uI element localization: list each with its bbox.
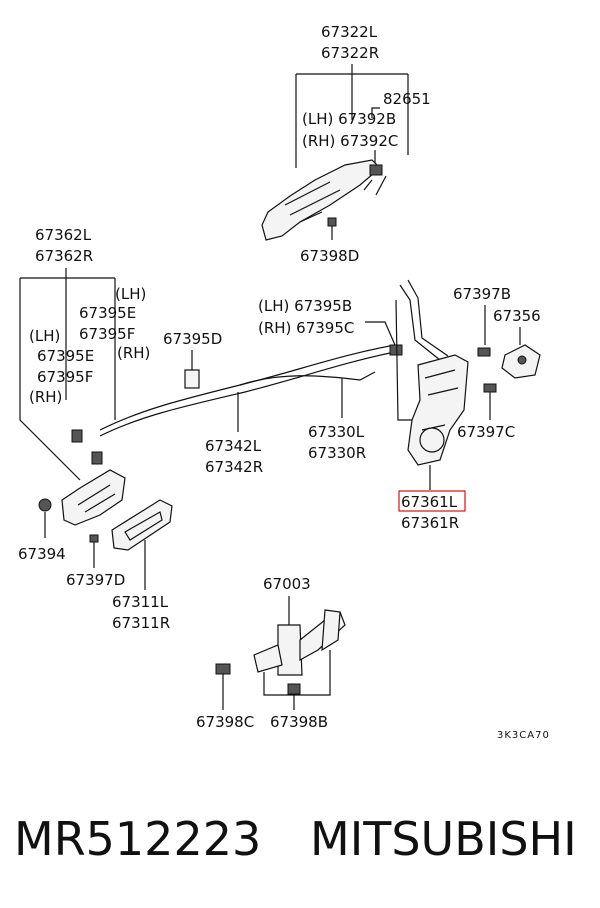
label-67395F-a: 67395F [79, 325, 135, 343]
rod-detail [363, 175, 387, 196]
label-67395C: (RH) 67395C [258, 319, 354, 337]
label-67397C: 67397C [457, 423, 515, 441]
label-67395F-b: 67395F [37, 368, 93, 386]
leader-cables [237, 378, 343, 432]
diagram-code: 3K3CA70 [497, 730, 550, 741]
highlight-box-67361L [398, 490, 466, 512]
screw-67397B [477, 347, 491, 357]
label-67311L: 67311L [112, 593, 169, 611]
outer-handle-group: 67322L 67322R 82651 (LH) 67392B (RH) 673… [261, 23, 431, 265]
brand-name: MITSUBISHI [310, 812, 577, 866]
label-67322R: 67322R [321, 44, 379, 62]
label-67395B: (LH) 67395B [258, 297, 352, 315]
label-67361L: 67361L [401, 493, 458, 511]
inner-handle-detail [77, 484, 116, 513]
leader-67362 [19, 268, 116, 481]
leader-67361-bracket [395, 299, 420, 421]
label-67342L: 67342L [205, 437, 262, 455]
bezel-67311 [111, 499, 173, 551]
lock-rods [399, 279, 449, 361]
clip-67395F [91, 451, 103, 465]
label-67361R: 67361R [401, 514, 459, 532]
lock-latch [419, 427, 445, 453]
label-67394: 67394 [18, 545, 66, 563]
label-67330R: 67330R [308, 444, 366, 462]
label-lh-2: (LH) [29, 327, 60, 345]
label-67311R: 67311R [112, 614, 170, 632]
label-67356: 67356 [493, 307, 541, 325]
label-67395E-b: 67395E [37, 347, 94, 365]
cable-67330 [239, 371, 376, 386]
screw-67398D [327, 217, 337, 227]
cable-67342-b [99, 351, 396, 437]
inner-handle-part [61, 469, 126, 526]
label-67395E-a: 67395E [79, 304, 136, 322]
label-67398D: 67398D [300, 247, 359, 265]
label-67322L: 67322L [321, 23, 378, 41]
cap-67394 [38, 498, 52, 512]
bolt-67398B [287, 683, 301, 695]
label-67397B: 67397B [453, 285, 511, 303]
door-check-stopper [253, 644, 283, 673]
label-67342R: 67342R [205, 458, 263, 476]
outer-handle-detail [284, 181, 341, 223]
label-rh-1: (RH) [117, 344, 150, 362]
label-67398C: 67398C [196, 713, 254, 731]
label-67362L: 67362L [35, 226, 92, 244]
label-82651: 82651 [383, 90, 431, 108]
label-67397D: 67397D [66, 571, 125, 589]
label-67330L: 67330L [308, 423, 365, 441]
part-number: MR512223 [14, 812, 261, 866]
leader-67395B [365, 321, 396, 346]
label-rh-2: (RH) [29, 388, 62, 406]
label-67362R: 67362R [35, 247, 93, 265]
door-check-end [321, 609, 341, 652]
door-lock-group: (LH) 67395B (RH) 67395C 67361L 67361R 67… [258, 279, 541, 532]
label-67003: 67003 [263, 575, 311, 593]
label-lh-1: (LH) [115, 285, 146, 303]
bezel-inner [124, 511, 163, 541]
label-67398B: 67398B [270, 713, 328, 731]
clip-82651 [369, 164, 383, 176]
screw-67397D [89, 534, 99, 543]
inner-handle-group: 67362L 67362R (LH) 67395E 67395F (RH) (L… [18, 226, 396, 632]
clip-67395B [389, 344, 403, 356]
clip-67395E [71, 429, 83, 443]
label-67392B: (LH) 67392B [302, 110, 396, 128]
striker-hole [517, 355, 527, 365]
screw-67397C [483, 383, 497, 393]
door-check-plate [277, 624, 303, 676]
label-67392C: (RH) 67392C [302, 132, 398, 150]
label-67395D: 67395D [163, 330, 222, 348]
bolt-67398C [215, 663, 231, 675]
leader-door-check-bolts [263, 650, 331, 696]
leader-67322 [295, 64, 409, 168]
clip-67395D [184, 369, 200, 389]
door-check-group: 67003 67398C 67398B [196, 575, 346, 731]
